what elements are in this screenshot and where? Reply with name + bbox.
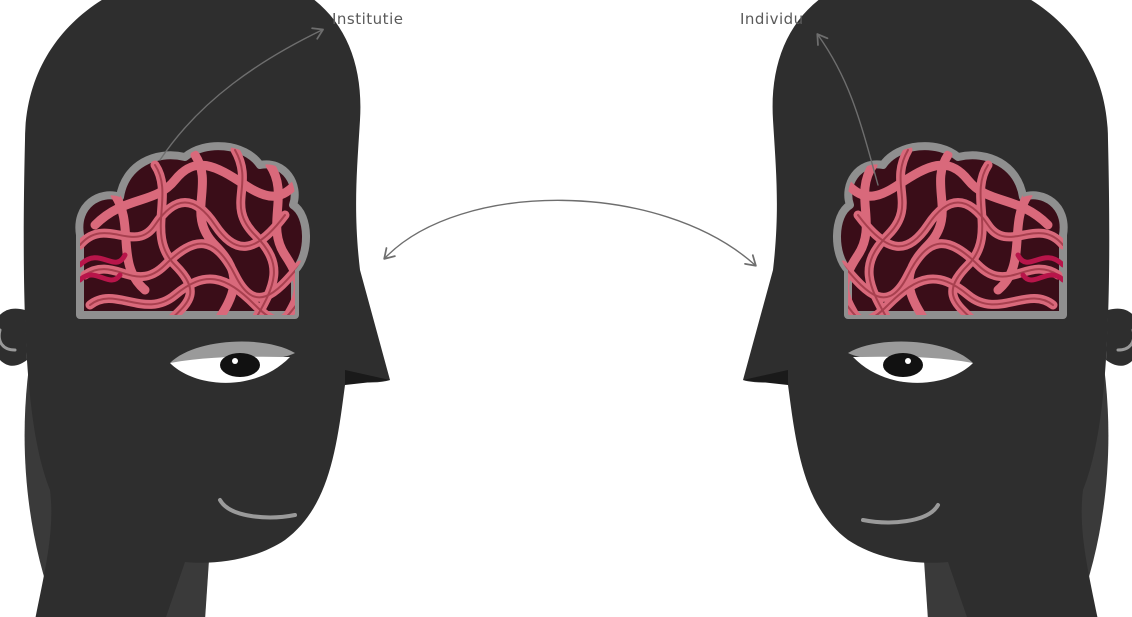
label-individu: Individu: [740, 10, 804, 28]
label-institutie: Institutie: [332, 10, 403, 28]
right-head: [743, 0, 1132, 617]
left-head: [0, 0, 390, 617]
double-arrow-between-heads: [385, 200, 755, 265]
